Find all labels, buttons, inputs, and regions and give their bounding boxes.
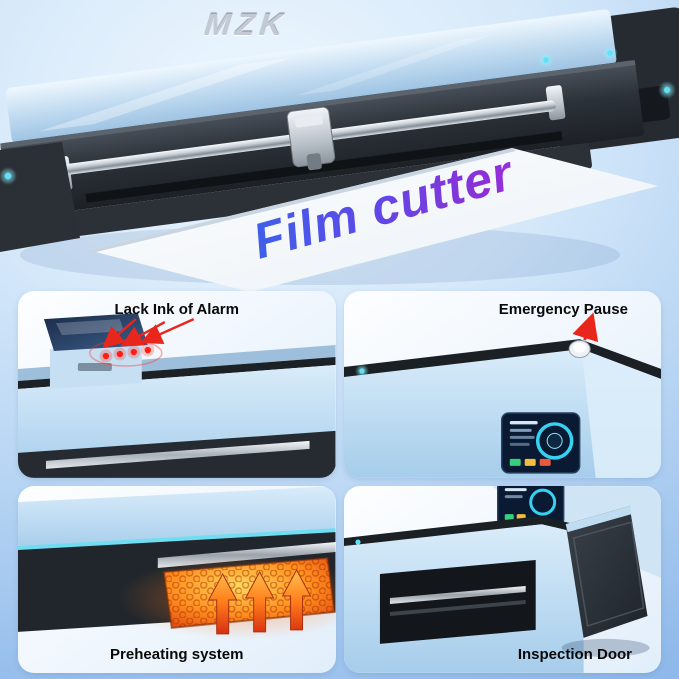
glass-lid — [5, 9, 617, 144]
feature-grid: Lack Ink of Alarm — [18, 291, 661, 673]
feature-label-lack-ink: Lack Ink of Alarm — [114, 301, 239, 318]
led-accents — [0, 45, 676, 185]
pause-button — [568, 340, 591, 359]
hero-printer-illustration — [0, 7, 679, 292]
film-exit-slot — [85, 131, 563, 203]
emergency-pause-illustration — [343, 312, 661, 478]
cutter-carriage — [286, 106, 336, 171]
pause-arrow-icon — [571, 312, 598, 343]
alarm-arrows-icon — [102, 318, 195, 349]
film-sheet — [88, 148, 658, 292]
feature-panel-emergency-pause: Emergency Pause — [343, 291, 661, 478]
feature-panel-lack-ink-alarm: Lack Ink of Alarm — [18, 291, 336, 478]
alarm-indicator-lights — [89, 339, 163, 367]
inspection-door-illustration — [343, 486, 661, 673]
control-screen-small — [496, 486, 564, 527]
left-stand — [0, 142, 80, 252]
feature-label-emergency-pause: Emergency Pause — [498, 301, 628, 318]
heat-arrows-icon — [207, 568, 312, 635]
control-screen — [500, 412, 580, 474]
brand-logo: MZK — [203, 7, 290, 42]
preheating-illustration — [18, 486, 336, 640]
inspection-opening — [379, 560, 536, 644]
lack-ink-illustration — [18, 313, 336, 478]
feature-panel-inspection-door: Inspection Door — [343, 486, 661, 673]
inspection-door-open — [565, 506, 648, 638]
feature-label-inspection-door: Inspection Door — [517, 646, 632, 663]
feature-panel-preheating-system: Preheating system — [18, 486, 336, 673]
feature-label-preheating: Preheating system — [110, 646, 244, 663]
hero-section: MZK — [0, 0, 679, 300]
